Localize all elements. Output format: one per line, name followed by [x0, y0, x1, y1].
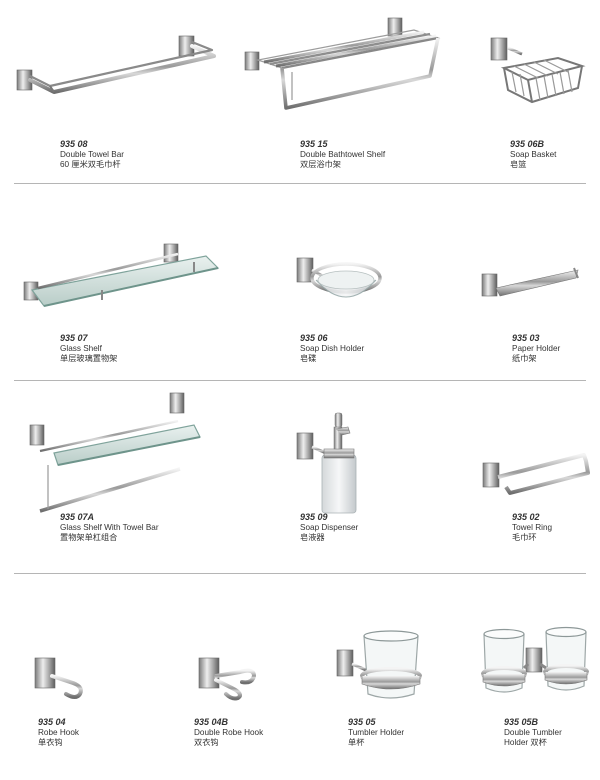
product-code: 935 02	[512, 512, 540, 522]
product-name-en: Glass Shelf	[60, 344, 102, 353]
bathtowel-shelf-icon	[244, 17, 441, 110]
product-name-cn: Holder 双杯	[504, 738, 547, 747]
product-name-en: Robe Hook	[38, 728, 79, 737]
soap-basket-icon	[490, 37, 586, 104]
product-935-08[interactable]: 935 08 Double Towel Bar 60 厘米双毛巾杆	[0, 0, 230, 183]
product-code: 935 05	[348, 717, 376, 727]
product-code: 935 15	[300, 139, 328, 149]
product-935-05[interactable]: 935 05 Tumbler Holder 单杯	[320, 574, 460, 780]
product-935-07a[interactable]: 935 07A Glass Shelf With Towel Bar 置物架单杠…	[0, 381, 230, 573]
product-code: 935 07A	[60, 512, 95, 522]
product-code: 935 04B	[194, 717, 229, 727]
product-name-en: Soap Dispenser	[300, 523, 359, 532]
soap-dispenser-icon	[296, 412, 357, 514]
product-code: 935 04	[38, 717, 66, 727]
product-name-en: Towel Ring	[512, 523, 553, 532]
double-towel-bar-icon	[16, 35, 216, 94]
product-name-cn: 纸巾架	[512, 354, 537, 363]
row-divider	[14, 573, 586, 574]
product-name-cn: 皂篮	[510, 160, 527, 169]
product-name-cn: 单杯	[348, 738, 365, 747]
product-name-cn: 皂液器	[300, 533, 325, 542]
product-name-cn: 60 厘米双毛巾杆	[60, 160, 121, 169]
glass-shelf-icon	[23, 243, 220, 307]
product-935-02[interactable]: 935 02 Towel Ring 毛巾环	[450, 381, 600, 573]
product-name-en: Double Bathtowel Shelf	[300, 150, 386, 159]
product-code: 935 03	[512, 333, 540, 343]
product-name-en: Soap Dish Holder	[300, 344, 365, 353]
product-935-06b[interactable]: 935 06B Soap Basket 皂篮	[450, 0, 600, 183]
product-code: 935 07	[60, 333, 88, 343]
product-935-05b[interactable]: 935 05B Double Tumbler Holder 双杯	[460, 574, 600, 780]
soap-dish-icon	[296, 257, 382, 298]
product-code: 935 05B	[504, 717, 539, 727]
product-935-06[interactable]: 935 06 Soap Dish Holder 皂碟	[230, 184, 450, 380]
product-935-07[interactable]: 935 07 Glass Shelf 单层玻璃置物架	[0, 184, 230, 380]
double-robe-hook-icon	[198, 657, 257, 701]
product-name-cn: 双衣钩	[194, 738, 219, 747]
product-name-cn: 单层玻璃置物架	[60, 354, 118, 363]
product-code: 935 08	[60, 139, 88, 149]
row-divider	[14, 183, 586, 184]
product-935-15[interactable]: 935 15 Double Bathtowel Shelf 双层浴巾架	[230, 0, 450, 183]
towel-ring-icon	[482, 453, 590, 495]
product-name-en: Tumbler Holder	[348, 728, 405, 737]
product-code: 935 06	[300, 333, 328, 343]
product-code: 935 09	[300, 512, 328, 522]
product-name-cn: 毛巾环	[512, 533, 537, 542]
tumbler-holder-icon	[336, 630, 422, 699]
product-935-04b[interactable]: 935 04B Double Robe Hook 双衣钩	[160, 574, 320, 780]
product-name-en: Double Robe Hook	[194, 728, 264, 737]
product-name-cn: 双层浴巾架	[300, 160, 341, 169]
product-935-04[interactable]: 935 04 Robe Hook 单衣钩	[0, 574, 160, 780]
product-name-cn: 皂碟	[300, 354, 317, 363]
product-name-en: Double Towel Bar	[60, 150, 125, 159]
product-name-en: Paper Holder	[512, 344, 561, 353]
robe-hook-icon	[34, 657, 83, 699]
double-tumbler-holder-icon	[481, 626, 589, 693]
product-code: 935 06B	[510, 139, 545, 149]
row-divider	[14, 380, 586, 381]
glass-shelf-towel-bar-icon	[29, 392, 201, 513]
product-name-cn: 单衣钩	[38, 738, 63, 747]
product-name-cn: 置物架单杠组合	[60, 533, 118, 542]
product-name-en: Soap Basket	[510, 150, 557, 159]
product-name-en: Glass Shelf With Towel Bar	[60, 523, 159, 532]
product-935-03[interactable]: 935 03 Paper Holder 纸巾架	[450, 184, 600, 380]
paper-holder-icon	[481, 267, 579, 297]
product-name-en: Double Tumbler	[504, 728, 562, 737]
product-935-09[interactable]: 935 09 Soap Dispenser 皂液器	[230, 381, 450, 573]
